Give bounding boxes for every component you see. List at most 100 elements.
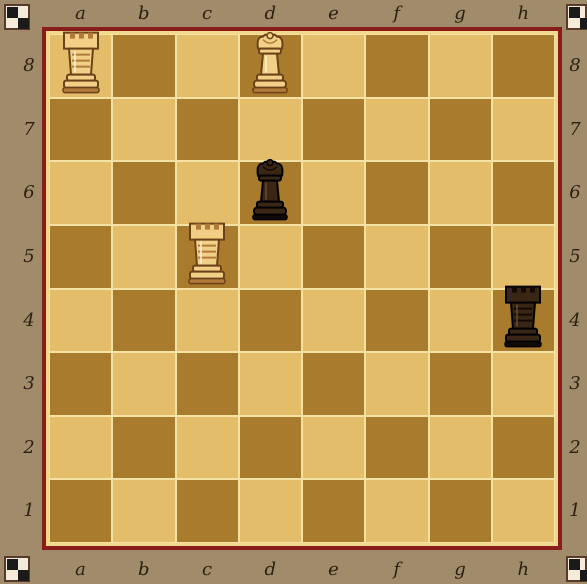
square-f4[interactable] (365, 289, 428, 353)
square-d5[interactable] (239, 225, 302, 289)
square-a6[interactable] (49, 161, 112, 225)
white-rook-icon[interactable] (61, 30, 101, 98)
square-c1[interactable] (176, 479, 239, 543)
corner-ornament-top-left (4, 4, 30, 30)
square-b7[interactable] (112, 98, 175, 162)
square-b2[interactable] (112, 416, 175, 480)
rank-label: 8 (566, 34, 584, 97)
rank-label: 4 (20, 289, 38, 352)
file-label: b (112, 3, 175, 25)
rank-label: 6 (566, 161, 584, 224)
square-c3[interactable] (176, 352, 239, 416)
square-c2[interactable] (176, 416, 239, 480)
chess-board[interactable] (49, 34, 555, 543)
square-e1[interactable] (302, 479, 365, 543)
square-f2[interactable] (365, 416, 428, 480)
square-f1[interactable] (365, 479, 428, 543)
square-g6[interactable] (429, 161, 492, 225)
rank-label: 2 (566, 416, 584, 479)
file-label: h (492, 559, 555, 581)
square-a4[interactable] (49, 289, 112, 353)
square-c7[interactable] (176, 98, 239, 162)
square-e6[interactable] (302, 161, 365, 225)
square-a7[interactable] (49, 98, 112, 162)
corner-ornament-bottom-right (566, 556, 587, 582)
square-f5[interactable] (365, 225, 428, 289)
square-a2[interactable] (49, 416, 112, 480)
rank-label: 6 (20, 161, 38, 224)
file-label: b (112, 559, 175, 581)
square-g5[interactable] (429, 225, 492, 289)
file-label: h (492, 3, 555, 25)
square-h8[interactable] (492, 34, 555, 98)
square-f7[interactable] (365, 98, 428, 162)
square-h2[interactable] (492, 416, 555, 480)
square-c6[interactable] (176, 161, 239, 225)
square-c5[interactable] (176, 225, 239, 289)
square-a5[interactable] (49, 225, 112, 289)
square-b3[interactable] (112, 352, 175, 416)
square-e2[interactable] (302, 416, 365, 480)
rank-label: 4 (566, 289, 584, 352)
square-h7[interactable] (492, 98, 555, 162)
file-label: f (365, 3, 428, 25)
square-b1[interactable] (112, 479, 175, 543)
square-e8[interactable] (302, 34, 365, 98)
square-b4[interactable] (112, 289, 175, 353)
rank-label: 7 (20, 98, 38, 161)
file-label: g (429, 3, 492, 25)
square-b5[interactable] (112, 225, 175, 289)
file-label: a (49, 3, 112, 25)
square-h4[interactable] (492, 289, 555, 353)
square-e5[interactable] (302, 225, 365, 289)
square-d8[interactable] (239, 34, 302, 98)
square-d3[interactable] (239, 352, 302, 416)
file-label: c (176, 559, 239, 581)
square-d4[interactable] (239, 289, 302, 353)
square-h1[interactable] (492, 479, 555, 543)
black-rook-icon[interactable] (503, 285, 543, 353)
square-h3[interactable] (492, 352, 555, 416)
square-c8[interactable] (176, 34, 239, 98)
square-b8[interactable] (112, 34, 175, 98)
square-e3[interactable] (302, 352, 365, 416)
file-label: c (176, 3, 239, 25)
file-label: g (429, 559, 492, 581)
rank-label: 7 (566, 98, 584, 161)
square-g1[interactable] (429, 479, 492, 543)
rank-label: 1 (566, 479, 584, 542)
square-g8[interactable] (429, 34, 492, 98)
square-e7[interactable] (302, 98, 365, 162)
square-d6[interactable] (239, 161, 302, 225)
rank-label: 5 (566, 225, 584, 288)
square-d2[interactable] (239, 416, 302, 480)
white-rook-icon[interactable] (187, 221, 227, 289)
square-g2[interactable] (429, 416, 492, 480)
square-a8[interactable] (49, 34, 112, 98)
square-g3[interactable] (429, 352, 492, 416)
square-f3[interactable] (365, 352, 428, 416)
square-c4[interactable] (176, 289, 239, 353)
rank-label: 3 (20, 352, 38, 415)
rank-label: 5 (20, 225, 38, 288)
square-g4[interactable] (429, 289, 492, 353)
square-b6[interactable] (112, 161, 175, 225)
corner-ornament-bottom-left (4, 556, 30, 582)
black-king-icon[interactable] (250, 158, 290, 226)
file-label: e (302, 3, 365, 25)
square-a1[interactable] (49, 479, 112, 543)
square-f6[interactable] (365, 161, 428, 225)
square-a3[interactable] (49, 352, 112, 416)
square-e4[interactable] (302, 289, 365, 353)
corner-ornament-top-right (566, 4, 587, 30)
white-king-icon[interactable] (250, 30, 290, 98)
rank-label: 8 (20, 34, 38, 97)
square-g7[interactable] (429, 98, 492, 162)
square-h6[interactable] (492, 161, 555, 225)
square-h5[interactable] (492, 225, 555, 289)
rank-label: 1 (20, 479, 38, 542)
square-d1[interactable] (239, 479, 302, 543)
square-d7[interactable] (239, 98, 302, 162)
square-f8[interactable] (365, 34, 428, 98)
